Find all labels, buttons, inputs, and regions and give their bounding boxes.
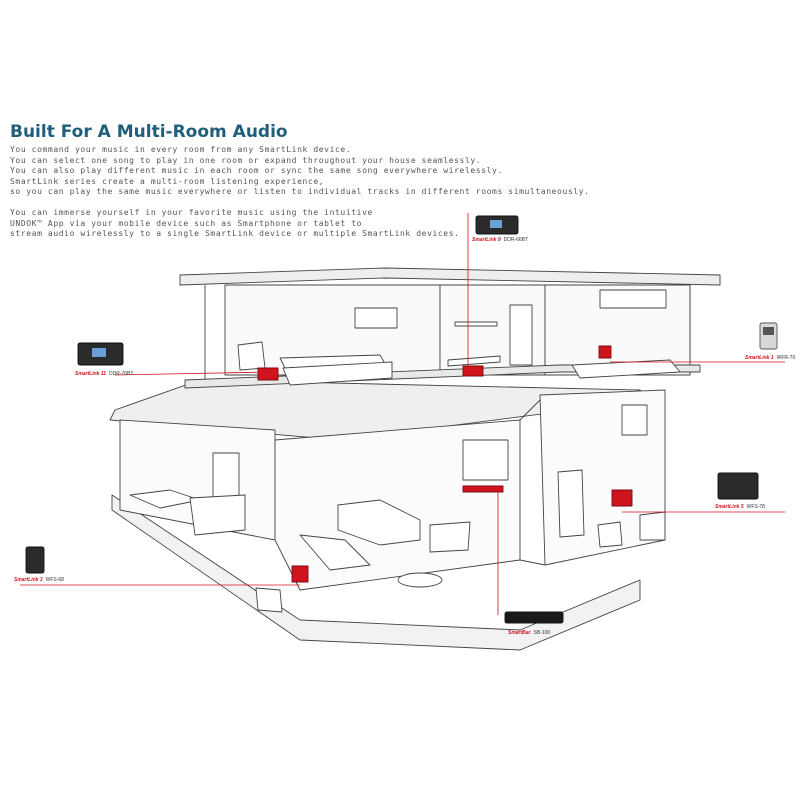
intro-text: You command your music in every room fro…	[10, 145, 590, 240]
device-wfs68	[25, 546, 45, 574]
intro-line: UNDOK™ App via your mobile device such a…	[10, 218, 363, 228]
device-sb100	[504, 611, 564, 624]
intro-line: You can select one song to play in one r…	[10, 155, 482, 165]
intro-line: stream audio wirelessly to a single Smar…	[10, 229, 460, 239]
device-wfr70	[759, 322, 778, 350]
ground-slab	[111, 494, 641, 651]
speaker-lounge	[611, 489, 633, 507]
intro-line: You can immerse yourself in your favorit…	[10, 207, 373, 217]
speaker-right-room	[598, 345, 612, 359]
speaker-bedroom	[257, 367, 279, 381]
intro-line: You can also play different music in eac…	[10, 166, 503, 176]
intro-line: SmartLink series create a multi-room lis…	[10, 176, 325, 186]
device-wfs78	[717, 472, 759, 500]
intro-line: so you can play the same music everywher…	[10, 187, 590, 197]
soundbar-living	[462, 485, 504, 493]
speaker-living-left	[291, 565, 309, 583]
page-title: Built For A Multi-Room Audio	[10, 122, 288, 142]
roof-slab	[179, 267, 721, 286]
speaker-study	[462, 365, 484, 377]
intro-line: You command your music in every room fro…	[10, 145, 352, 154]
